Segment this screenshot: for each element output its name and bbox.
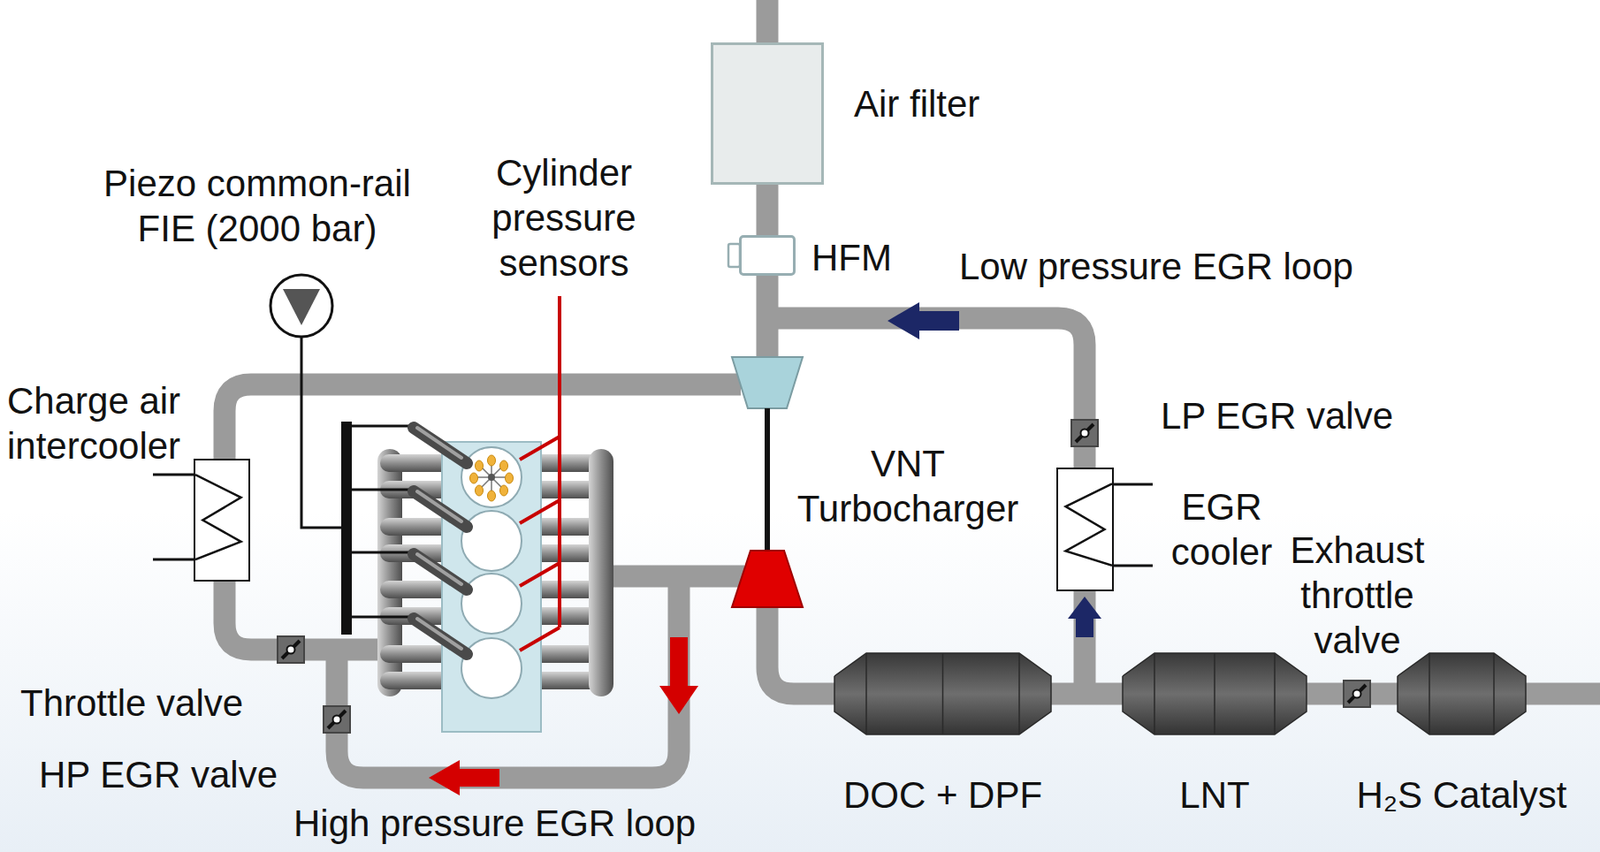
canister-section-line <box>1428 653 1431 735</box>
turbo-shaft <box>764 408 770 551</box>
heat-exchanger-symbol <box>195 460 249 580</box>
mass-airflow-sensor: HFM <box>739 235 796 276</box>
component-label: Exhaust throttle valve <box>1280 527 1435 664</box>
valve-pivot <box>1353 690 1362 699</box>
component-label: Air filter <box>853 81 980 127</box>
injector-wire <box>351 426 414 618</box>
injector <box>413 618 467 655</box>
sensor-wire <box>519 296 560 651</box>
coolant-line <box>1112 484 1153 566</box>
fuel-pump-symbol <box>270 274 333 337</box>
egr-cooler-box: EGR cooler <box>1056 467 1114 592</box>
fuel-pump-triangle <box>282 289 320 326</box>
fuel-droplet <box>500 485 509 496</box>
flow-arrow <box>428 760 500 796</box>
canister-section-line <box>865 653 868 735</box>
heat-exchanger-zigzag <box>195 474 242 560</box>
injector <box>413 554 467 590</box>
injector-highlight <box>417 491 462 522</box>
lp-egr-pipe <box>767 318 1085 694</box>
valve-flap <box>1348 685 1366 703</box>
valve-flap <box>281 640 300 659</box>
catalyst-canister: LNT <box>1122 653 1307 735</box>
throttle-valve-symbol <box>277 636 305 663</box>
compressor <box>731 357 803 409</box>
catalyst-canister: DOC + DPF <box>834 653 1052 735</box>
canister-section-line <box>1213 653 1216 735</box>
fuel-droplet <box>475 460 484 472</box>
fuel-droplet <box>505 472 514 484</box>
cylinder <box>461 573 522 634</box>
cylinder <box>461 510 522 572</box>
valve-flap <box>1075 424 1094 442</box>
fuel-line <box>301 336 343 528</box>
flow-path-label: High pressure EGR loop <box>293 800 696 846</box>
component-label: H₂S Catalyst <box>1344 772 1579 818</box>
catalyst-canister: H₂S Catalyst <box>1397 653 1526 735</box>
component-label: LNT <box>1122 772 1307 818</box>
component-label: HFM <box>811 235 892 281</box>
component-label: DOC + DPF <box>834 772 1052 818</box>
exhaust-collector <box>588 449 614 697</box>
hp-egr-valve-symbol <box>323 706 351 733</box>
valve-flap <box>327 710 346 729</box>
injector <box>413 427 467 464</box>
injector-highlight <box>417 618 462 649</box>
flow-arrow <box>1067 596 1102 638</box>
heat-exchanger-symbol <box>1058 469 1113 590</box>
flow-arrow <box>887 302 960 340</box>
canister-body <box>1397 653 1526 735</box>
flow-path-label: Low pressure EGR loop <box>959 243 1354 290</box>
canister-section-line <box>1018 653 1021 735</box>
flow-arrow <box>659 637 699 715</box>
canister-body <box>1122 653 1307 735</box>
common-rail <box>341 421 352 635</box>
fuel-droplet <box>470 472 479 484</box>
injector-highlight <box>417 427 462 458</box>
intercooler-box: Charge air intercooler <box>193 458 251 582</box>
component-label: HP EGR valve <box>38 752 278 798</box>
component-label: LP EGR valve <box>1160 393 1394 439</box>
valve-pivot <box>287 646 296 655</box>
coolant-line <box>152 474 195 560</box>
canister-outline <box>1122 653 1307 735</box>
exhaust-pipe <box>767 601 840 694</box>
canister-outline <box>834 653 1052 735</box>
cylinder <box>461 447 522 508</box>
canister-section-line <box>1273 653 1276 735</box>
canister-outline <box>1397 653 1526 735</box>
tailpipe <box>1520 683 1600 706</box>
canister-section-line <box>1493 653 1495 735</box>
injector-nozzle <box>487 473 496 481</box>
canister-section-line <box>1153 653 1156 735</box>
component-label: Piezo common-rail FIE (2000 bar) <box>84 160 430 252</box>
pipe-connector <box>756 184 779 236</box>
component-label: Cylinder pressure sensors <box>475 150 653 287</box>
fuel-droplet <box>487 455 496 466</box>
canister-section-line <box>942 653 945 735</box>
canister-body <box>834 653 1052 735</box>
turbine <box>731 550 803 608</box>
fuel-droplet <box>475 485 484 496</box>
air-filter-box: Air filter <box>710 42 824 185</box>
exhaust-throttle-symbol <box>1343 680 1371 708</box>
injector <box>413 491 467 527</box>
heat-exchanger-zigzag <box>1066 483 1113 565</box>
injector-highlight <box>417 554 462 585</box>
valve-pivot <box>333 716 342 724</box>
component-label: EGR cooler <box>1159 484 1284 575</box>
valve-pivot <box>1081 429 1090 438</box>
component-label: Throttle valve <box>20 680 244 726</box>
component-label: Charge air intercooler <box>7 378 189 469</box>
component-label: VNT Turbocharger <box>788 441 1028 532</box>
fuel-droplet <box>487 490 496 502</box>
lp-egr-valve-symbol <box>1071 419 1098 447</box>
fuel-droplet <box>500 460 509 472</box>
cylinder <box>461 638 522 699</box>
